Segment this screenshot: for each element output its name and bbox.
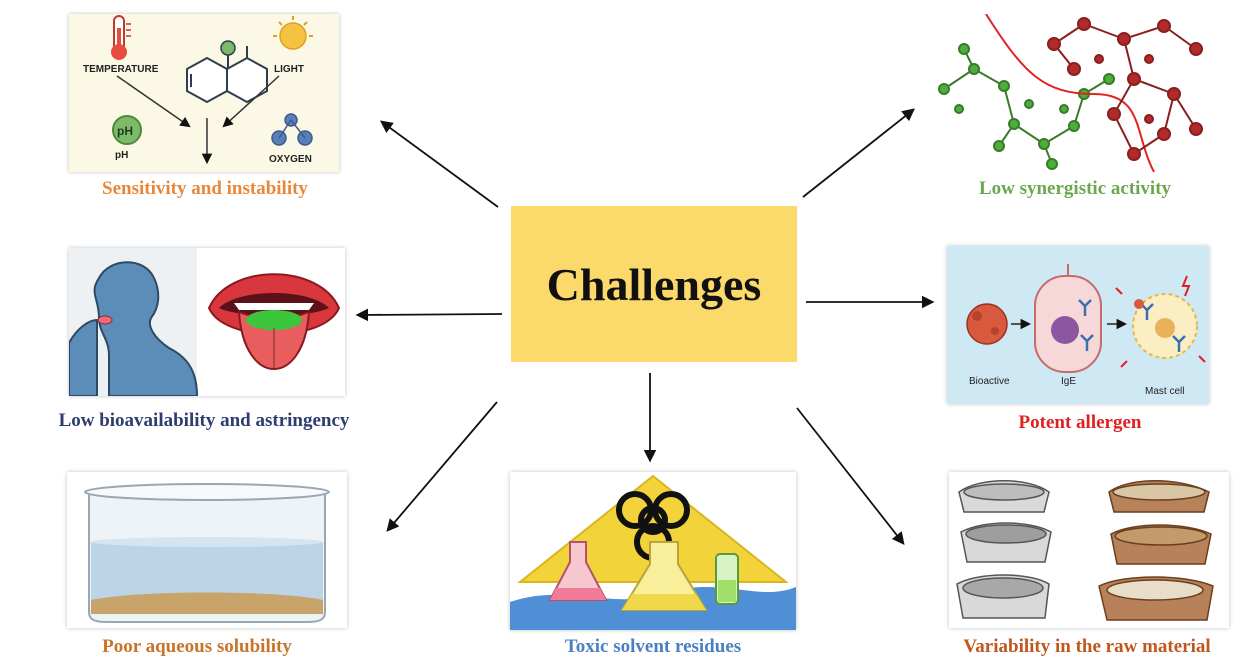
person-taking-pill-icon [69,248,197,396]
synergy-caption: Low synergistic activity [930,178,1220,200]
synergy-illustration [934,14,1206,172]
temperature-label: TEMPERATURE [83,64,159,75]
grain-sacks-illustration [949,472,1229,628]
ph-badge-label: pH [117,124,133,138]
arrow-to-sensitivity [382,122,498,207]
arrow-to-bioavailability [358,314,502,315]
allergen-illustration: Bioactive IgE Mast cell [947,246,1209,404]
ige-label: IgE [1061,376,1076,387]
toxic-caption: Toxic solvent residues [510,636,796,658]
sensitivity-illustration: TEMPERATURE LIGHT pH pH [69,14,339,172]
arrow-to-solubility [388,402,497,530]
mast-cell-label: Mast cell [1145,386,1184,397]
bioactive-icon [967,304,1007,344]
green-molecule-icon [939,44,1114,169]
ige-cell-icon [1035,264,1101,372]
variability-caption: Variability in the raw material [922,636,1252,658]
challenges-box: Challenges [511,206,797,362]
synergy-panel [934,14,1206,172]
sensitivity-caption: Sensitivity and instability [60,178,350,200]
bioavailability-panel [69,248,345,396]
sun-icon [273,16,313,49]
arrow-to-synergy [803,110,913,197]
allergen-panel: Bioactive IgE Mast cell [947,246,1209,404]
brown-sacks-icon [1099,481,1213,620]
toxic-illustration [510,472,796,630]
arrow-to-variability [797,408,903,543]
bioactive-label: Bioactive [969,376,1010,387]
solubility-panel [67,472,347,628]
variability-panel [949,472,1229,628]
bioavailability-illustration [69,248,345,396]
beaker-icon [85,484,329,622]
oxygen-label: OXYGEN [269,154,312,165]
tongue-icon [199,248,345,396]
sensitivity-panel: TEMPERATURE LIGHT pH pH [69,14,339,172]
allergen-caption: Potent allergen [980,412,1180,434]
toxic-panel [510,472,796,630]
oxygen-icon [272,114,312,145]
molecule-substituent [221,41,235,55]
mast-cell-icon [1116,276,1205,367]
red-molecule-icon [1048,18,1202,160]
beaker-illustration [67,472,347,628]
challenges-title: Challenges [547,258,762,311]
thermometer-icon [111,16,131,60]
ph-icon: pH [113,116,141,144]
bioavailability-caption: Low bioavailability and astringency [4,410,404,432]
solubility-caption: Poor aqueous solubility [52,636,342,658]
light-label: LIGHT [274,64,304,75]
grey-sacks-icon [957,481,1051,618]
ph-label: pH [115,150,128,161]
